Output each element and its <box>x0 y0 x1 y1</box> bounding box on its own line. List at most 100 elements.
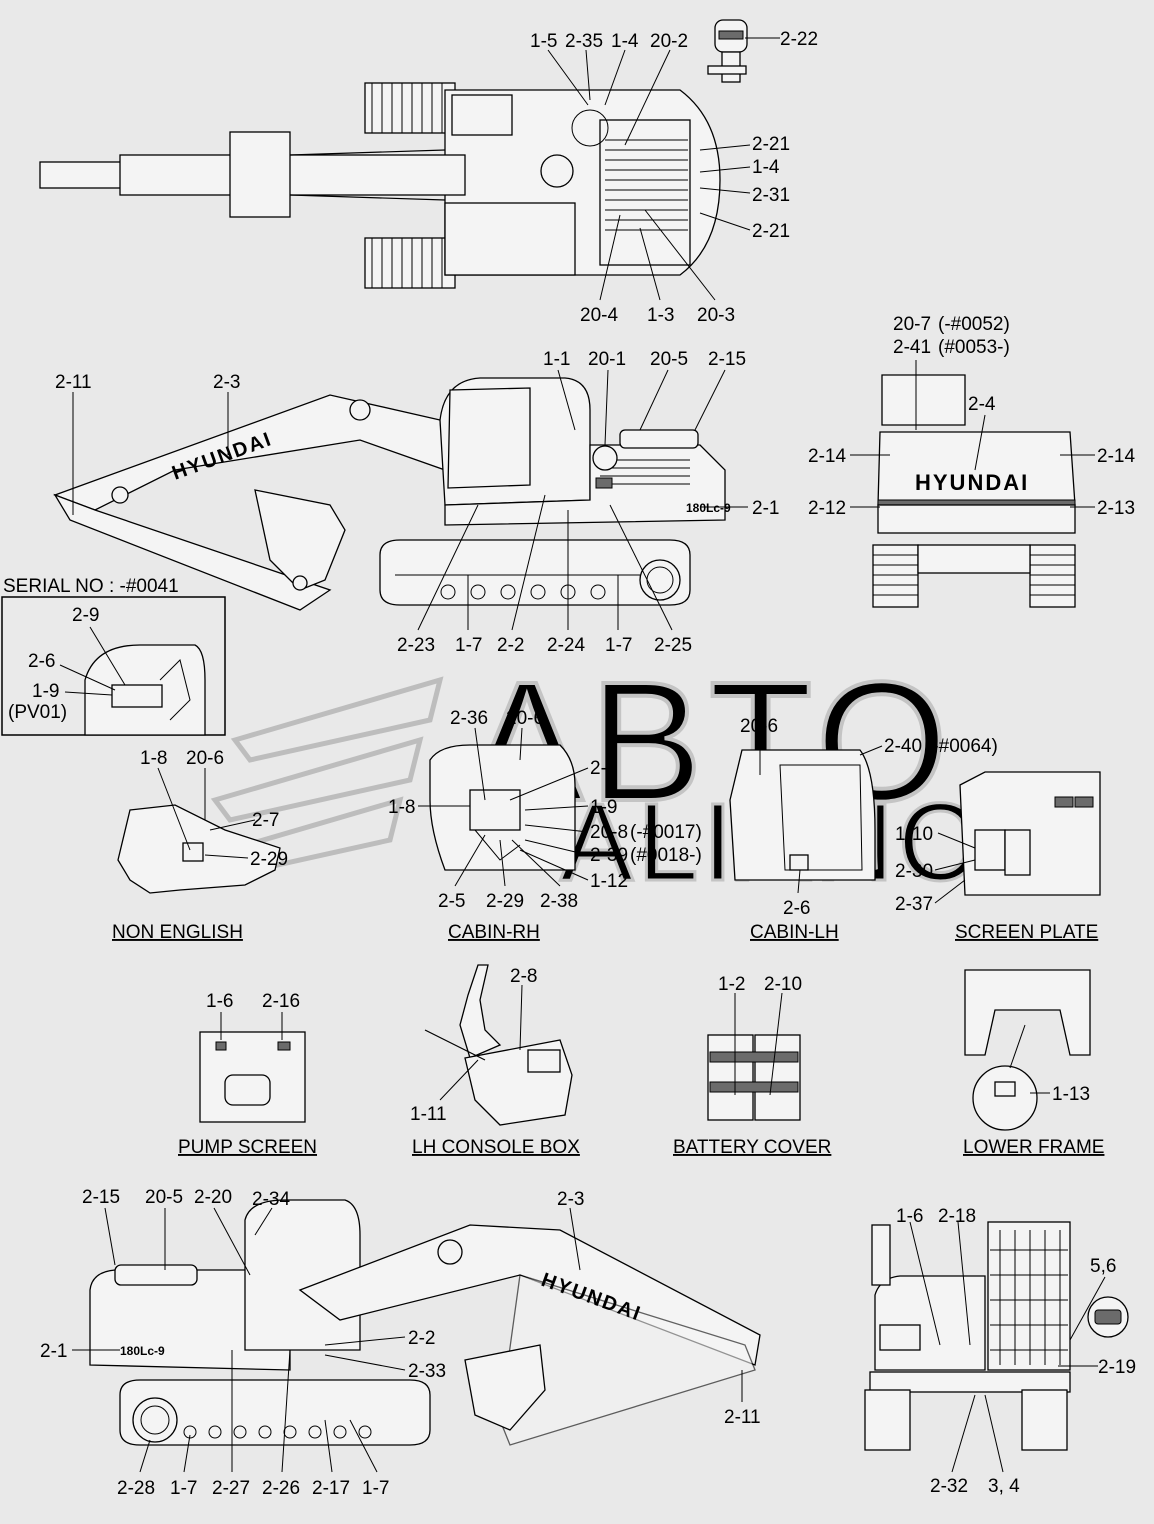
lh-console-box-drawing <box>424 964 573 1126</box>
callout-label: 2-11 <box>55 372 92 393</box>
callout-label: 1-4 <box>611 31 639 52</box>
callout-label: 2-2 <box>497 635 524 656</box>
callout-label: 20-8 <box>590 822 628 843</box>
callout-label: 20-6 <box>506 708 544 729</box>
callout-label: 1-9 <box>590 797 617 818</box>
serial-note: SERIAL NO : -#0041 <box>3 576 179 597</box>
callout-label: 2-4 <box>968 394 996 415</box>
callout-label: 2-21 <box>752 134 790 155</box>
callout-label: 2-11 <box>724 1407 761 1428</box>
callout-label: 20-7 <box>893 314 931 335</box>
callout-label: 2-27 <box>212 1478 250 1499</box>
callout-label: 2-28 <box>117 1478 155 1499</box>
callout-label: 2-17 <box>312 1478 350 1499</box>
callout-label: 2-3 <box>213 372 240 393</box>
callout-label: 20-1 <box>588 349 626 370</box>
callout-label: 1-7 <box>170 1478 197 1499</box>
model-mark-lower: 180Lc-9 <box>120 1344 165 1358</box>
callout-label: 1-12 <box>590 871 628 892</box>
callout-label: 2-40 <box>884 736 922 757</box>
callout-label: 2-10 <box>764 974 802 995</box>
callout-label: 2-5 <box>438 891 465 912</box>
callout-label: 2-12 <box>808 498 846 519</box>
callout-label: 20-5 <box>145 1187 183 1208</box>
callout-label: 2-41 <box>893 337 931 358</box>
callout-label: 2-29 <box>486 891 524 912</box>
section-title-lower-frame: LOWER FRAME <box>963 1137 1104 1158</box>
callout-label: 1-2 <box>718 974 745 995</box>
rear-brand-mark: HYUNDAI <box>915 470 1029 495</box>
callout-label: 1-7 <box>455 635 482 656</box>
callout-label: 2-25 <box>654 635 692 656</box>
callout-label: 2-36 <box>450 708 488 729</box>
callout-label: 1-6 <box>896 1206 923 1227</box>
callout-label: 3, 4 <box>988 1476 1020 1497</box>
callout-label: 2-33 <box>408 1361 446 1382</box>
callout-label: 2-39 <box>590 845 628 866</box>
section-titles: NON ENGLISH CABIN-RH CABIN-LH SCREEN PLA… <box>112 922 1104 1158</box>
callout-label: 2-38 <box>540 891 578 912</box>
rear-right-view-drawing <box>864 1221 1129 1451</box>
callout-label: 20-3 <box>697 305 735 326</box>
callout-label: (-#0064) <box>926 736 998 757</box>
callout-label: 20-6 <box>186 748 224 769</box>
battery-cover-drawing <box>707 1034 801 1121</box>
top-view-drawing <box>39 82 721 289</box>
callout-label: 2-35 <box>565 31 603 52</box>
cabin-rh-drawing <box>429 744 576 871</box>
section-title-cabin-rh: CABIN-RH <box>448 922 540 943</box>
callout-label: 2-14 <box>1097 446 1135 467</box>
callout-label: 2-13 <box>1097 498 1135 519</box>
callout-label: 2-1 <box>40 1341 67 1362</box>
callout-label: 2-6 <box>783 898 810 919</box>
callout-label: 2-37 <box>895 894 933 915</box>
callout-label: 2-32 <box>930 1476 968 1497</box>
callout-label: 2-18 <box>938 1206 976 1227</box>
callout-label: 1-13 <box>1052 1084 1090 1105</box>
callout-label: 2-14 <box>808 446 846 467</box>
callout-label: 1-8 <box>388 797 415 818</box>
callout-labels: 1-5 2-35 1-4 20-2 2-22 2-21 1-4 2-31 2-2… <box>8 29 1136 1499</box>
callout-label: 1-4 <box>752 157 780 178</box>
callout-label: 1-6 <box>206 991 233 1012</box>
callout-label: 1-10 <box>895 824 933 845</box>
callout-label: 2-24 <box>547 635 585 656</box>
callout-label: 2-15 <box>708 349 746 370</box>
callout-label: (-#0052) <box>938 314 1010 335</box>
side-view-left-drawing: HYUNDAI 180Lc-9 <box>53 377 731 611</box>
callout-label: 2-19 <box>1098 1357 1136 1378</box>
callout-label: 2-7 <box>252 810 279 831</box>
callout-label: 2-34 <box>252 1189 290 1210</box>
rear-view-drawing: HYUNDAI <box>872 374 1076 608</box>
callout-label: 2-20 <box>194 1187 232 1208</box>
section-title-pump-screen: PUMP SCREEN <box>178 1137 317 1158</box>
callout-label: 2-29 <box>250 849 288 870</box>
callout-label: 5,6 <box>1090 1256 1116 1277</box>
callout-label: (-#0017) <box>630 822 702 843</box>
pump-screen-drawing <box>199 1031 306 1123</box>
serial-inset: SERIAL NO : -#0041 <box>1 576 226 736</box>
callout-label: 2-9 <box>72 605 99 626</box>
callout-label: 1-3 <box>647 305 674 326</box>
callout-label: 2-16 <box>262 991 300 1012</box>
callout-label: 1-9 <box>32 681 59 702</box>
callout-label: (PV01) <box>8 702 67 723</box>
callout-label: 20-6 <box>740 716 778 737</box>
lower-frame-drawing <box>964 969 1091 1131</box>
callout-label: 2-8 <box>510 966 537 987</box>
leader-lines <box>59 37 1106 1473</box>
callout-label: 2-23 <box>397 635 435 656</box>
non-english-drawing <box>117 804 281 894</box>
callout-label: 2-6 <box>28 651 55 672</box>
callout-label: 2-7 <box>590 758 617 779</box>
callout-label: 2-1 <box>752 498 779 519</box>
callout-label: 2-2 <box>408 1328 435 1349</box>
callout-label: 1-11 <box>410 1104 447 1125</box>
callout-label: 1-1 <box>543 349 570 370</box>
model-mark-upper: 180Lc-9 <box>686 501 731 515</box>
callout-label: 20-5 <box>650 349 688 370</box>
callout-label: 1-8 <box>140 748 167 769</box>
section-title-screen-plate: SCREEN PLATE <box>955 922 1098 943</box>
screen-plate-drawing <box>959 771 1101 896</box>
